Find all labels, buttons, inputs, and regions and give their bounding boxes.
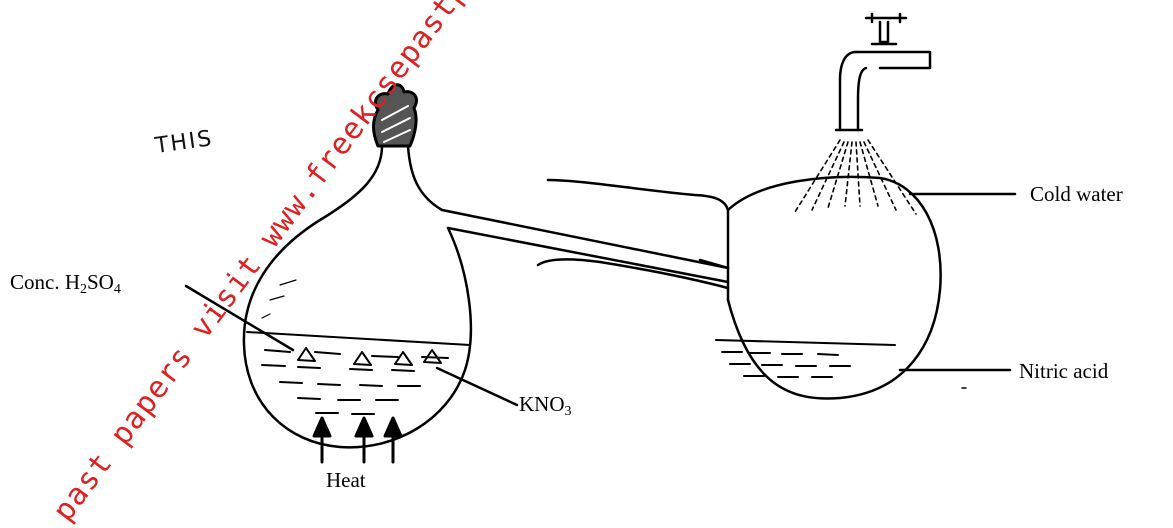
- tap: [836, 14, 930, 130]
- conc-prefix: Conc. H: [10, 270, 80, 294]
- kno3-prefix: KNO: [519, 392, 565, 416]
- heat-arrows: [314, 418, 401, 462]
- receiver-flask: [538, 177, 941, 399]
- label-cold-water: Cold water: [1030, 184, 1123, 205]
- label-nitric-acid: Nitric acid: [1019, 361, 1108, 382]
- kno3-sub: 3: [565, 404, 572, 419]
- diagram: Cold water Conc. H2SO4 KNO3 Nitric acid …: [0, 0, 1173, 506]
- label-conc-h2so4: Conc. H2SO4: [10, 272, 121, 293]
- label-heat: Heat: [326, 470, 366, 491]
- retort-liquid: [247, 280, 470, 414]
- conc-mid: SO: [87, 270, 114, 294]
- conc-sub-1: 2: [80, 282, 87, 297]
- apparatus-drawing: [0, 0, 1173, 506]
- conc-sub-2: 4: [114, 282, 121, 297]
- receiver-liquid: [716, 340, 895, 377]
- label-kno3: KNO3: [519, 394, 572, 415]
